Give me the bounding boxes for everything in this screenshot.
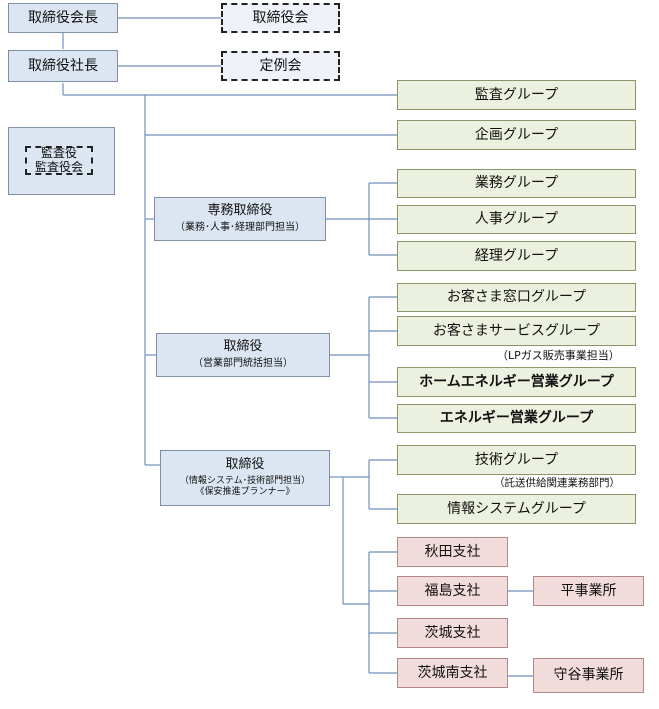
auditor-box: 監査役 監査役会 xyxy=(8,127,115,195)
taira-office-label: 平事業所 xyxy=(560,582,617,599)
customer-window-group-label: お客さま窓口グループ xyxy=(446,289,587,306)
energy-sales-group-label: エネルギー営業グループ xyxy=(439,410,594,427)
auditor-label: 監査役 xyxy=(40,146,77,161)
accounting-group-box: 経理グループ xyxy=(397,241,636,271)
auditor-inner-box: 監査役 監査役会 xyxy=(25,146,93,175)
sales-officer-duty: （営業部門統括担当） xyxy=(193,358,293,370)
customer-window-group-box: お客さま窓口グループ xyxy=(397,283,636,312)
home-energy-group-label: ホームエネルギー営業グループ xyxy=(419,373,614,390)
chairman-label: 取締役会長 xyxy=(28,9,98,26)
info-system-group-label: 情報システムグループ xyxy=(447,500,586,517)
audit-group-box: 監査グループ xyxy=(397,80,636,110)
ibaraki-branch-box: 茨城支社 xyxy=(397,618,508,648)
sales-officer-box: 取締役 （営業部門統括担当） xyxy=(156,333,330,377)
tech-officer-box: 取締役 （情報システム･技術部門担当） 《保安推進プランナー》 xyxy=(160,450,330,506)
info-system-group-box: 情報システムグループ xyxy=(397,494,636,524)
akita-branch-label: 秋田支社 xyxy=(424,543,481,560)
senior-officer-box: 専務取締役 （業務･人事･経理部門担当） xyxy=(154,197,326,241)
hr-group-label: 人事グループ xyxy=(474,211,559,228)
ibaraki-south-branch-label: 茨城南支社 xyxy=(417,664,488,681)
audit-board-label: 監査役会 xyxy=(34,159,83,174)
business-group-box: 業務グループ xyxy=(397,169,636,198)
planning-group-box: 企画グループ xyxy=(397,120,636,150)
ibaraki-branch-label: 茨城支社 xyxy=(424,624,481,641)
sales-officer-title: 取締役 xyxy=(223,339,263,355)
moriya-office-box: 守谷事業所 xyxy=(533,658,644,693)
board-label: 取締役会 xyxy=(252,9,309,26)
technology-note: （託送供給関連業務部門） xyxy=(494,477,620,489)
moriya-office-label: 守谷事業所 xyxy=(553,667,624,684)
home-energy-group-box: ホームエネルギー営業グループ xyxy=(397,367,636,397)
taira-office-box: 平事業所 xyxy=(533,576,644,606)
audit-group-label: 監査グループ xyxy=(474,86,559,103)
accounting-group-label: 経理グループ xyxy=(474,247,559,264)
board-box: 取締役会 xyxy=(221,3,340,33)
regular-meeting-box: 定例会 xyxy=(221,51,340,81)
tech-officer-duty: （情報システム･技術部門担当） xyxy=(179,476,311,487)
fukushima-branch-label: 福島支社 xyxy=(424,582,481,599)
tech-officer-role: 《保安推進プランナー》 xyxy=(195,487,295,498)
technology-group-box: 技術グループ xyxy=(397,445,636,475)
customer-service-group-label: お客さまサービスグループ xyxy=(432,322,601,339)
president-box: 取締役社長 xyxy=(8,50,118,82)
energy-sales-group-box: エネルギー営業グループ xyxy=(397,404,636,433)
tech-officer-title: 取締役 xyxy=(225,457,265,473)
technology-group-label: 技術グループ xyxy=(474,451,559,468)
hr-group-box: 人事グループ xyxy=(397,205,636,234)
customer-service-note: （LPガス販売事業担当） xyxy=(497,349,620,362)
planning-group-label: 企画グループ xyxy=(474,126,559,143)
president-label: 取締役社長 xyxy=(28,57,98,74)
business-group-label: 業務グループ xyxy=(474,175,559,192)
ibaraki-south-branch-box: 茨城南支社 xyxy=(397,658,508,688)
senior-officer-duty: （業務･人事･経理部門担当） xyxy=(175,222,305,234)
chairman-box: 取締役会長 xyxy=(8,3,118,33)
customer-service-group-box: お客さまサービスグループ xyxy=(397,316,636,346)
regular-meeting-label: 定例会 xyxy=(259,57,302,74)
akita-branch-box: 秋田支社 xyxy=(397,537,508,567)
senior-officer-title: 専務取締役 xyxy=(207,203,273,219)
fukushima-branch-box: 福島支社 xyxy=(397,576,508,606)
